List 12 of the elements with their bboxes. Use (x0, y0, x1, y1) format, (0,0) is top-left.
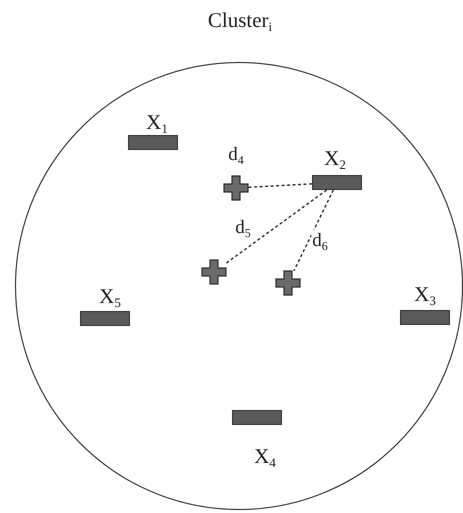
point-label: X$_{4}$ (254, 444, 276, 472)
dashed-line (293, 190, 334, 272)
point-label: X$_{2}$ (324, 146, 346, 174)
point-label: X$_{1}$ (146, 110, 168, 138)
cluster-title: Cluster$_{i}$ (208, 8, 272, 36)
dashed-line (226, 189, 328, 264)
centroid-cross-icon (223, 175, 249, 201)
point-label: X$_{3}$ (414, 282, 436, 310)
dashed-line (248, 183, 312, 188)
centroid-cross-icon (275, 270, 301, 296)
centroid-cross-icon (201, 259, 227, 285)
point-label: X$_{5}$ (99, 284, 121, 312)
